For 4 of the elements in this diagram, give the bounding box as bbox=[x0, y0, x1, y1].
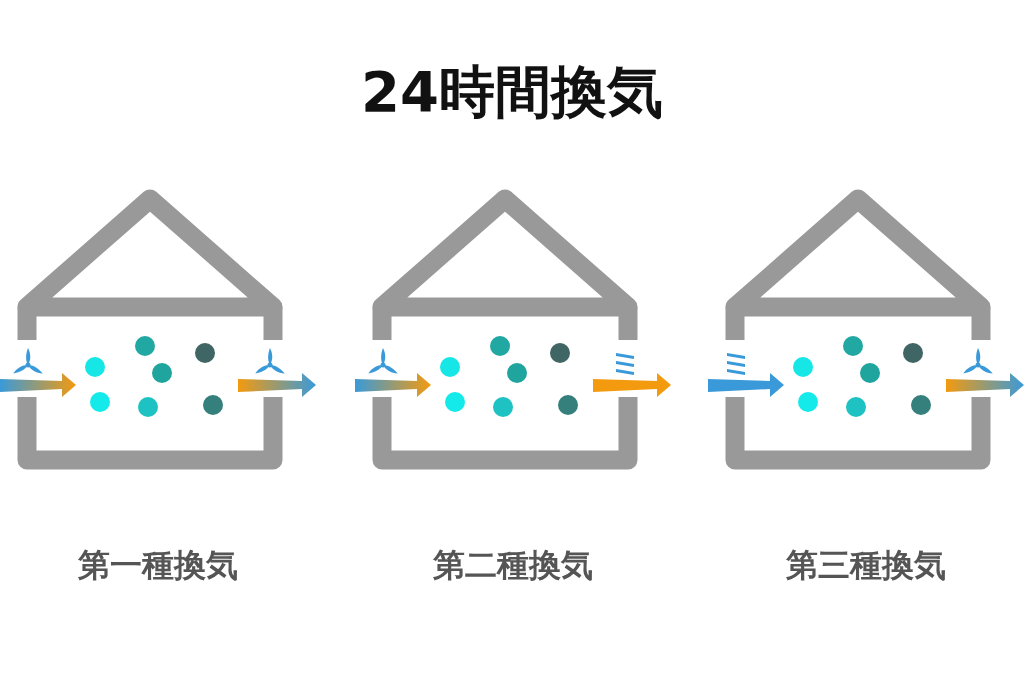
node-label: 第三種換気 bbox=[785, 545, 947, 586]
node-label: 第一種換気 bbox=[77, 545, 239, 586]
node-label: 第二種換気 bbox=[432, 545, 594, 586]
title: 24時間換気 bbox=[360, 58, 664, 126]
